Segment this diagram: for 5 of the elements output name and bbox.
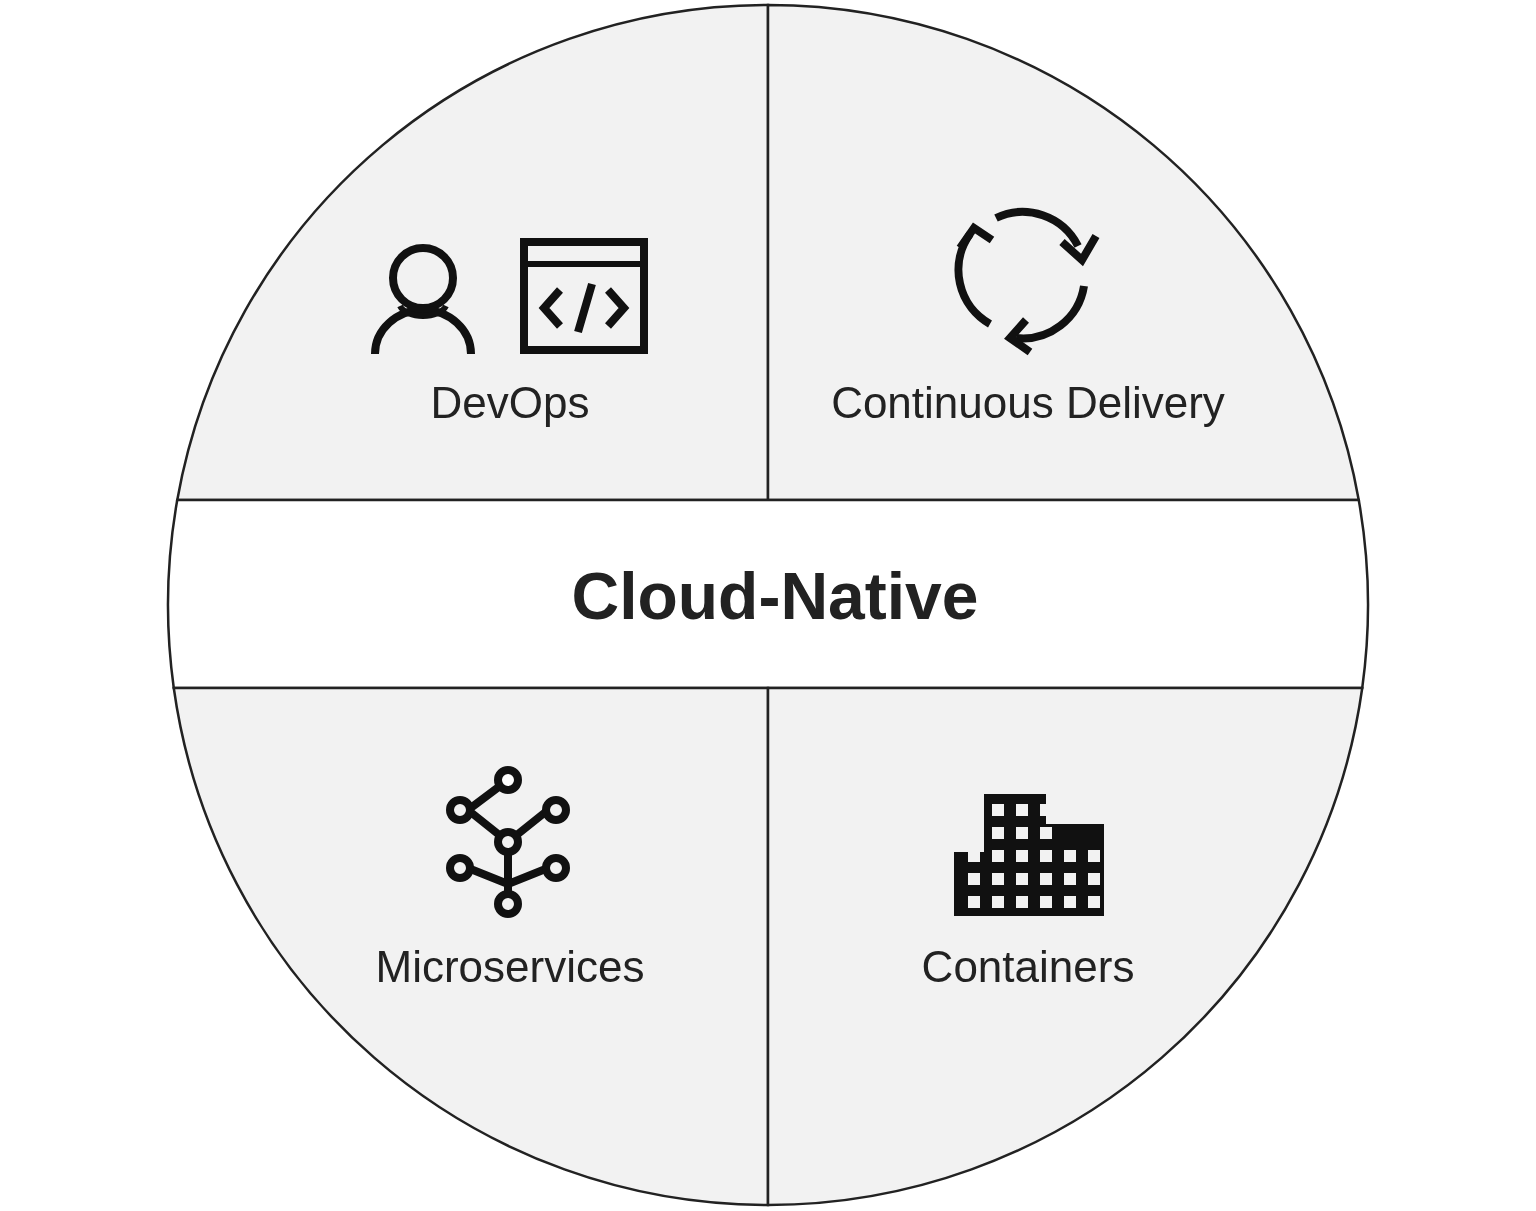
segment-label: Continuous Delivery	[831, 377, 1225, 429]
segment-label: Containers	[921, 941, 1135, 993]
segment-label: Microservices	[375, 941, 645, 993]
segment-label: DevOps	[430, 377, 590, 429]
center-title: Cloud-Native	[571, 559, 979, 635]
